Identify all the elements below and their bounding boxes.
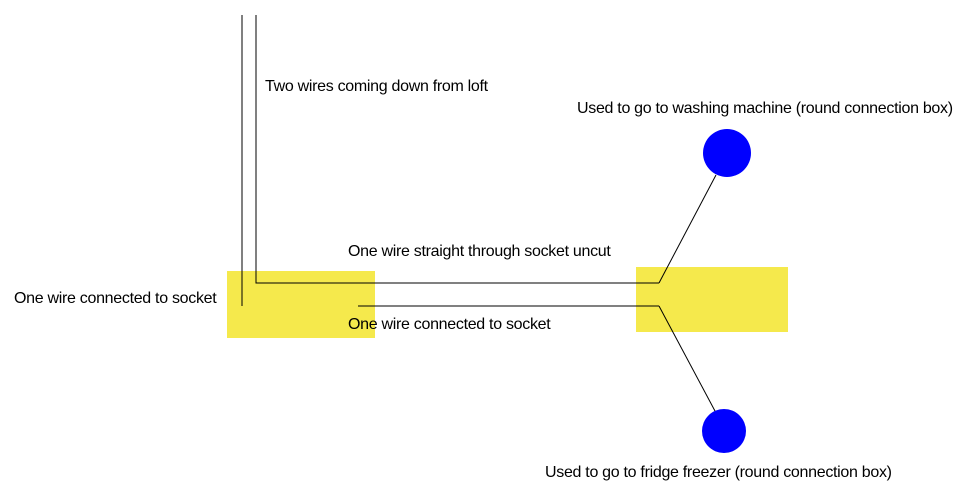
washing-machine-connection-box	[703, 129, 751, 177]
straight-through-label: One wire straight through socket uncut	[348, 243, 611, 260]
washing-machine-label: Used to go to washing machine (round con…	[577, 100, 953, 117]
fridge-freezer-label: Used to go to fridge freezer (round conn…	[545, 464, 892, 481]
left-socket-box	[227, 271, 375, 338]
washing-machine-wire	[658, 174, 717, 284]
left-socket-wire-label: One wire connected to socket	[14, 290, 217, 307]
loft-wires-label: Two wires coming down from loft	[265, 78, 489, 95]
loft-wire-straight-through	[255, 15, 659, 284]
right-socket-box	[636, 267, 788, 332]
fridge-freezer-connection-box	[702, 409, 746, 453]
middle-socket-wire-label: One wire connected to socket	[348, 316, 551, 333]
fridge-freezer-wire	[658, 305, 716, 412]
